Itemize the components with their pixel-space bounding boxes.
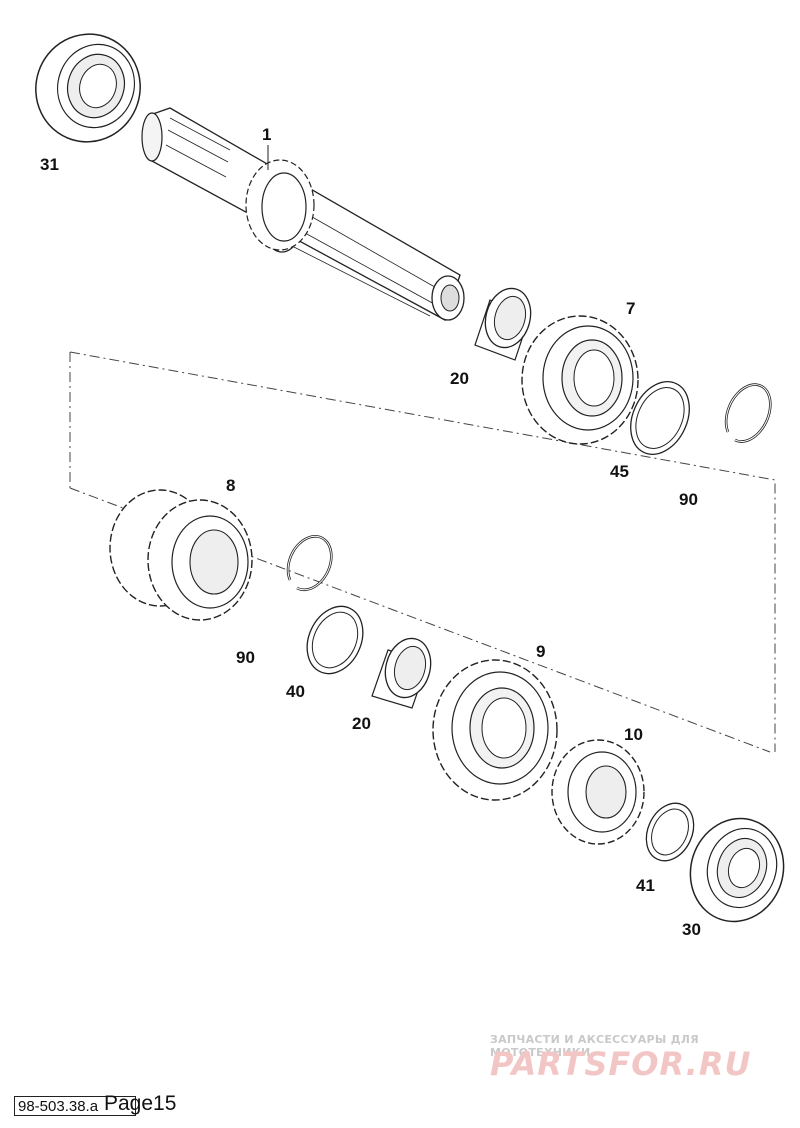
part-label-7: 7 xyxy=(626,299,635,318)
bushing-20-upper xyxy=(474,287,532,361)
part-label-30: 30 xyxy=(682,920,701,939)
part-label-45: 45 xyxy=(610,462,629,481)
part-label-40: 40 xyxy=(286,682,305,701)
part-label-20: 20 xyxy=(352,714,371,733)
bearing-30 xyxy=(689,817,785,923)
washer-40 xyxy=(306,605,364,675)
circlip-90-lower xyxy=(286,535,333,592)
bearing-31 xyxy=(35,33,141,143)
part-label-31: 31 xyxy=(40,155,59,174)
part-label-1: 1 xyxy=(262,125,271,144)
part-label-90: 90 xyxy=(679,490,698,509)
bushing-20-lower xyxy=(371,637,432,709)
gear-10 xyxy=(551,739,645,845)
gear-7 xyxy=(521,315,639,445)
double-gear-8 xyxy=(109,489,253,621)
watermark-brand: PARTSFOR.RU xyxy=(490,1045,752,1083)
circlip-90-upper xyxy=(724,383,772,443)
part-label-20: 20 xyxy=(450,369,469,388)
washer-41 xyxy=(645,802,695,862)
part-label-9: 9 xyxy=(536,642,545,661)
page-number: Page15 xyxy=(104,1092,177,1115)
watermark-tagline: ЗАПЧАСТИ И АКСЕССУАРЫ ДЛЯ МОТОТЕХНИКИ xyxy=(490,1033,700,1059)
drawing-code: 98-503.38.a xyxy=(14,1096,136,1116)
part-label-8: 8 xyxy=(226,476,235,495)
part-label-10: 10 xyxy=(624,725,643,744)
washer-45 xyxy=(630,381,690,455)
mainshaft-1 xyxy=(141,107,465,321)
part-label-90: 90 xyxy=(236,648,255,667)
part-label-41: 41 xyxy=(636,876,655,895)
gear-9 xyxy=(432,659,558,801)
